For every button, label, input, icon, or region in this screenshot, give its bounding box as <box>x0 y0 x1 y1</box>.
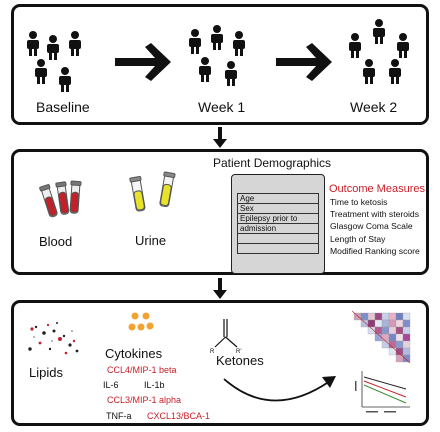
blood-tubes-icon <box>39 180 82 218</box>
analytes-panel: Lipids Cytokines CCL4/MIP-1 beta IL-6 IL… <box>11 300 429 426</box>
right-arrow-icon <box>276 43 332 81</box>
ketone-r2: R' <box>236 349 242 355</box>
cytokines-dots-icon <box>128 312 154 331</box>
outcome-item: Length of Stay <box>330 233 386 244</box>
urine-label: Urine <box>135 233 167 248</box>
regression-plot-icon <box>355 371 410 413</box>
ketone-structure-icon <box>214 319 238 348</box>
demographics-panel: Patient Demographics Blood Urine Age Sex… <box>11 149 429 275</box>
cytokine-cxcl13: CXCL13/BCA-1 <box>147 411 211 421</box>
outcome-item: Time to ketosis <box>330 197 388 207</box>
outcome-item: Modified Ranking score <box>330 245 420 256</box>
outcome-item: Treatment with steroids <box>330 209 419 220</box>
form-field-blank <box>237 243 319 254</box>
form-field-blank <box>237 233 319 244</box>
form-field-age: Age <box>237 193 319 204</box>
week2-label: Week 2 <box>350 99 398 115</box>
timeline-panel: Baseline Week 1 Week 2 <box>11 4 429 125</box>
week1-label: Week 1 <box>198 99 246 115</box>
cytokines-label: Cytokines <box>105 346 163 361</box>
ketones-label: Ketones <box>216 353 264 368</box>
week1-people-icon <box>189 25 245 86</box>
blood-label: Blood <box>39 234 73 249</box>
right-arrow-icon <box>115 43 171 81</box>
outcome-measures-list: Time to ketosis Treatment with steroids … <box>330 196 420 257</box>
urine-tubes-icon <box>129 171 176 212</box>
form-field-sex: Sex <box>237 203 319 214</box>
demographics-form-card: Age Sex Epilepsy prior to admission <box>231 174 325 274</box>
down-arrow-icon <box>213 127 227 148</box>
baseline-people-icon <box>27 31 81 92</box>
curved-arrow-icon <box>223 376 336 402</box>
cytokine-ccl4: CCL4/MIP-1 beta <box>107 365 177 375</box>
outcome-item: Glasgow Coma Scale <box>330 221 413 232</box>
demographics-title: Patient Demographics <box>213 156 332 170</box>
cytokine-ccl3: CCL3/MIP-1 alpha <box>107 395 182 405</box>
correlation-heatmap-icon <box>351 310 411 364</box>
down-arrow-icon <box>213 278 227 299</box>
cytokine-il1b: IL-1b <box>144 380 165 390</box>
outcome-measures-title: Outcome Measures <box>329 183 425 195</box>
cytokine-il6: IL-6 <box>103 380 119 390</box>
week2-people-icon <box>349 19 409 84</box>
cytokine-tnfa: TNF-a <box>106 411 132 421</box>
form-field-admission: admission <box>237 223 319 234</box>
baseline-label: Baseline <box>36 99 90 115</box>
lipids-image-icon <box>28 322 79 355</box>
lipids-label: Lipids <box>29 365 63 380</box>
form-field-epilepsy: Epilepsy prior to <box>237 213 319 224</box>
ketone-r1: R <box>210 349 215 355</box>
